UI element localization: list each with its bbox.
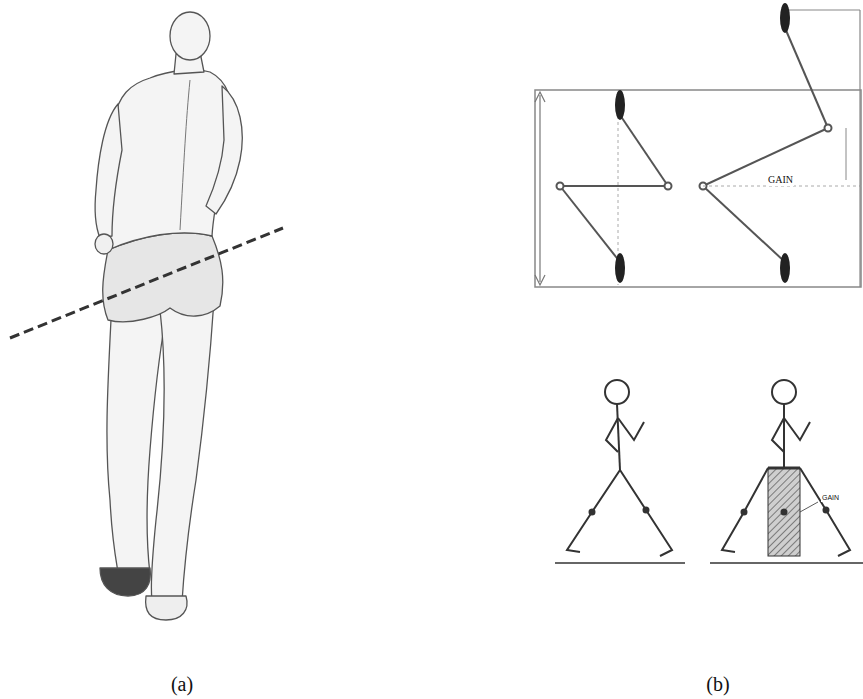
footprints [615, 3, 790, 283]
walker-figure [95, 12, 242, 620]
subfigure-label: (b) [706, 674, 729, 694]
pelvis-tilt-line [10, 228, 283, 338]
stride-diagram [535, 10, 863, 287]
stick-figures [555, 380, 863, 563]
gain-label: GAIN [821, 493, 840, 502]
gain-label: GAIN [767, 174, 794, 186]
subfigure-label: (a) [171, 674, 193, 694]
